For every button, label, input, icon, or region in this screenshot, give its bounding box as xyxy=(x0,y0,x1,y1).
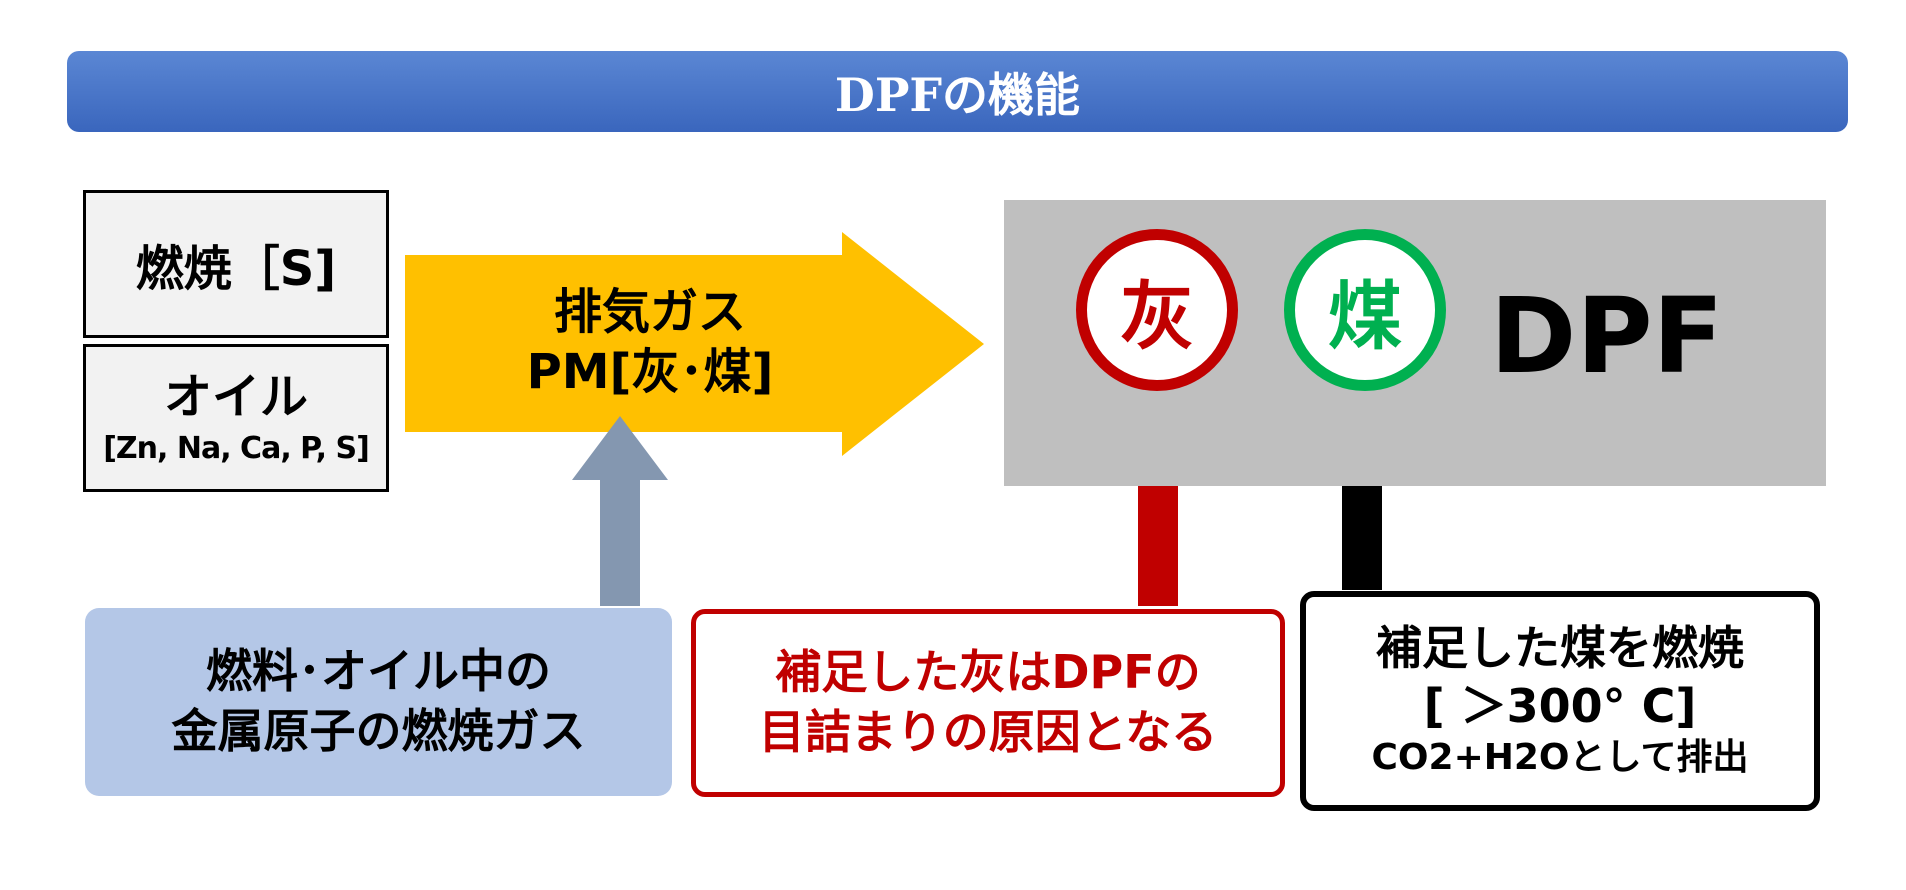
oil-label: オイル xyxy=(163,368,308,425)
metal-gas-note-line2: 金属原子の燃焼ガス xyxy=(171,704,586,758)
soot-note-line1: 補足した煤を燃焼 xyxy=(1376,621,1744,676)
exhaust-gas-line1: 排気ガス xyxy=(553,284,746,340)
exhaust-gas-line2: PM[灰･煤] xyxy=(526,344,774,400)
dpf-label: DPF xyxy=(1490,275,1724,397)
ash-note-line2: 目詰まりの原因となる xyxy=(758,705,1218,759)
oil-elements-label: [Zn, Na, Ca, P, S] xyxy=(103,431,370,467)
metal-gas-note: 燃料･オイル中の 金属原子の燃焼ガス xyxy=(85,608,672,796)
exhaust-arrow xyxy=(405,232,984,456)
page-title: DPFの機能 xyxy=(67,51,1848,132)
combustion-label: 燃焼［S] xyxy=(135,241,337,297)
metal-gas-note-line1: 燃料･オイル中の xyxy=(206,644,551,699)
combustion-source-box: 燃焼［S] xyxy=(83,190,389,338)
soot-note-line3: CO2+H2Oとして排出 xyxy=(1371,737,1749,779)
soot-note-line2: [ ＞300° C] xyxy=(1423,678,1697,733)
soot-note: 補足した煤を燃焼 [ ＞300° C] CO2+H2Oとして排出 xyxy=(1300,591,1820,811)
metal-gas-arrow xyxy=(572,416,668,606)
exhaust-gas-label: 排気ガス PM[灰･煤] xyxy=(470,282,830,402)
ash-note-line1: 補足した灰はDPFの xyxy=(775,645,1201,700)
oil-source-box: オイル [Zn, Na, Ca, P, S] xyxy=(83,344,389,492)
ash-note: 補足した灰はDPFの 目詰まりの原因となる xyxy=(691,609,1285,797)
soot-circle: 煤 xyxy=(1284,229,1446,391)
ash-circle: 灰 xyxy=(1076,229,1238,391)
